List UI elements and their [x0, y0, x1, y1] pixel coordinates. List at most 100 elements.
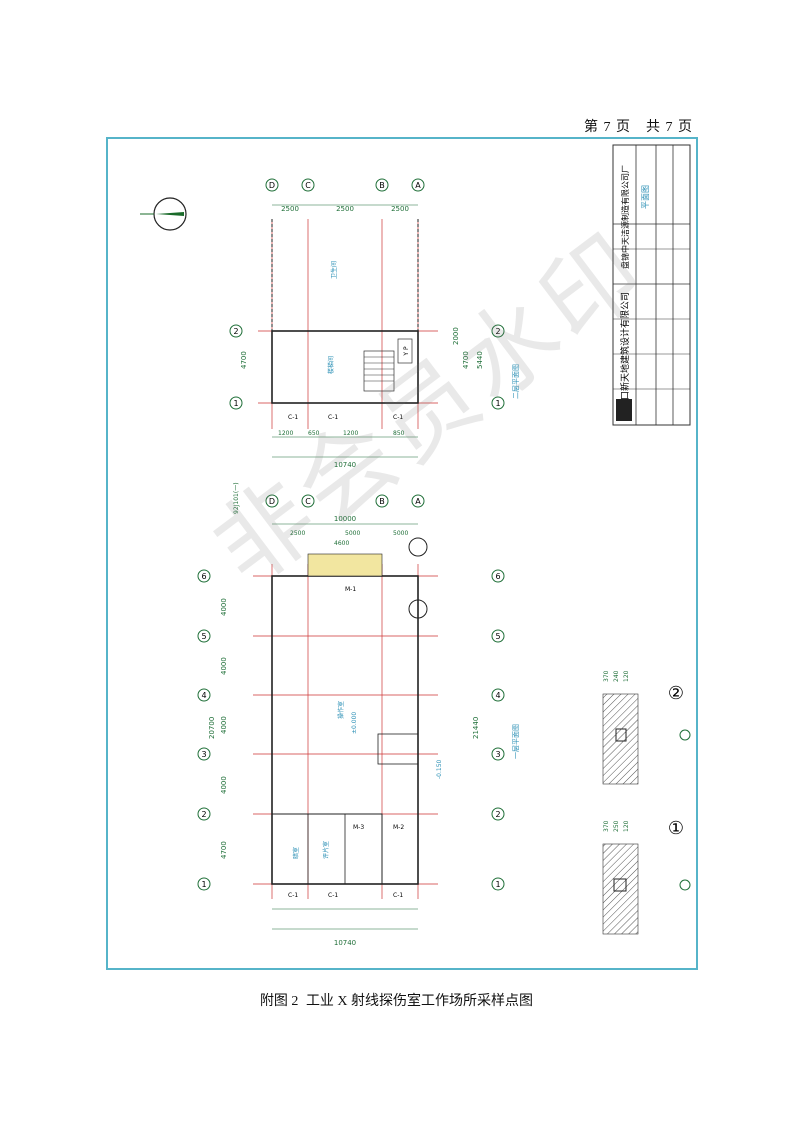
lower-bay-2: 4000 [220, 776, 228, 794]
lower-axis-numbers: 1 2 3 4 5 6 1 2 3 4 5 6 [197, 569, 505, 891]
north-arrow-icon [140, 197, 187, 231]
upper-spacing-1: 2500 [281, 205, 299, 213]
lower-axis-6: 6 [201, 572, 206, 581]
lower-axis-4: 4 [201, 691, 206, 700]
lower-inner-rooms [271, 813, 383, 885]
upper-spacing-2: 2500 [336, 205, 354, 213]
detail-2-dim-a: 120 [623, 670, 630, 682]
detail-2-label: ② [668, 683, 684, 704]
upper-bottom-dim-3: 1200 [343, 430, 358, 437]
stair-icon [363, 350, 395, 392]
upper-room-stair: 楼梯间 [327, 356, 335, 374]
lower-door-m1: M-1 [345, 586, 356, 593]
lower-plan: D C B A 10000 2500 5000 5000 4600 92J101… [197, 482, 520, 947]
section-marker-2 [408, 599, 428, 619]
company-logo [616, 399, 632, 421]
lower-door-c1-a: C-1 [288, 892, 298, 899]
upper-bottom-dim-2: 650 [308, 430, 320, 437]
upper-axis-c: C [305, 181, 311, 190]
lower-axis-2: 2 [201, 810, 206, 819]
upper-door-3: C-1 [393, 414, 403, 421]
upper-misc-dim: 2000 [452, 327, 460, 345]
lower-bay-4: 4000 [220, 657, 228, 675]
lower-level-neg: -0.150 [436, 759, 443, 779]
lower-axis-5-right: 5 [495, 632, 500, 641]
lower-axis-d: D [269, 497, 275, 506]
lower-top-dim-2: 5000 [345, 530, 360, 537]
detail-1: 120 250 370 ① [602, 818, 691, 935]
lower-ref-note: 92J101(一) [233, 482, 240, 514]
upper-spacing-3: 2500 [391, 205, 409, 213]
lower-room-review: 评片室 [322, 841, 330, 859]
upper-axis-1: 1 [233, 399, 238, 408]
upper-plan: D C B A 2500 2500 2500 [229, 178, 520, 469]
title-block-project: 盘锦中天洁源制造有限公司厂 [620, 165, 630, 269]
detail-1-label: ① [668, 818, 684, 839]
detail-2: 120 240 370 ② [602, 670, 691, 785]
page-number: 第 7 页 共 7 页 [584, 120, 693, 135]
lower-level-0: ±0.000 [351, 712, 358, 734]
figure-caption: 附图 2 工业 X 射线探伤室工作场所采样点图 [0, 990, 793, 1010]
lower-room-operation: 操作室 [337, 701, 345, 719]
lower-door-c1-b: C-1 [328, 892, 338, 899]
upper-axis-2-right: 2 [495, 327, 500, 336]
lower-axis-3-right: 3 [495, 750, 500, 759]
upper-bottom-dim-4: 850 [393, 430, 405, 437]
upper-room-wc: 卫生间 [330, 261, 338, 279]
detail-1-dim-a: 120 [623, 820, 630, 832]
upper-door-2: C-1 [328, 414, 338, 421]
lower-view-title: 一层平面图 [512, 724, 520, 759]
detail-2-dim-c: 370 [603, 670, 610, 682]
upper-grid [258, 219, 438, 429]
upper-total-width: 10740 [334, 461, 356, 469]
lower-door-c1-c: C-1 [393, 892, 403, 899]
section-marker-1 [408, 537, 428, 557]
platform-label: Y P [403, 346, 410, 357]
lower-bay-1: 4700 [220, 841, 228, 859]
detail-2-dim-b: 240 [613, 670, 620, 682]
lower-axis-3: 3 [201, 750, 206, 759]
upper-axis-b: B [379, 181, 385, 190]
upper-total-dim: 5440 [476, 351, 484, 369]
title-block-company: 营口新天地建筑设计有限公司 [619, 292, 631, 409]
upper-axis-letters: D C B A [265, 178, 425, 192]
lower-axis-1-right: 1 [495, 880, 500, 889]
upper-door-1: C-1 [288, 414, 298, 421]
upper-axis-a: A [415, 181, 421, 190]
upper-walls [271, 330, 419, 404]
lower-axis-b: B [379, 497, 385, 506]
lower-top-total: 10000 [334, 515, 356, 523]
upper-axis-2: 2 [233, 327, 238, 336]
upper-axis-d: D [269, 181, 275, 190]
lower-total-left: 20700 [208, 717, 216, 739]
lower-axis-1: 1 [201, 880, 206, 889]
lower-axis-letters: D C B A [265, 494, 425, 508]
ramp-area [307, 553, 383, 577]
lower-total-width: 10740 [334, 939, 356, 947]
upper-right-dim: 4700 [462, 351, 470, 369]
title-block-drawing: 平面图 [641, 185, 650, 209]
floor-plan-drawing: 营口新天地建筑设计有限公司 盘锦中天洁源制造有限公司厂 平面图 D C B A [140, 144, 691, 947]
lower-room-dark: 暗室 [292, 847, 300, 859]
lower-axis-c: C [305, 497, 311, 506]
lower-top-dim-3: 5000 [393, 530, 408, 537]
upper-axis-1-right: 1 [495, 399, 500, 408]
lower-axis-6-right: 6 [495, 572, 500, 581]
lower-door-m3: M-3 [353, 824, 364, 831]
lower-axis-4-right: 4 [495, 691, 500, 700]
upper-view-title: 二层平面图 [512, 364, 520, 399]
detail-1-dim-c: 370 [603, 820, 610, 832]
upper-side-dim: 4700 [240, 351, 248, 369]
lower-top-dim-1: 2500 [290, 530, 305, 537]
title-block: 营口新天地建筑设计有限公司 盘锦中天洁源制造有限公司厂 平面图 [612, 144, 691, 426]
lower-axis-a: A [415, 497, 421, 506]
lower-bay-5: 4000 [220, 598, 228, 616]
caption-text: 工业 X 射线探伤室工作场所采样点图 [305, 994, 534, 1009]
upper-bottom-dim-1: 1200 [278, 430, 293, 437]
lower-bay-3: 4000 [220, 716, 228, 734]
lower-axis-5: 5 [201, 632, 206, 641]
lower-axis-2-right: 2 [495, 810, 500, 819]
lower-door-m2: M-2 [393, 824, 404, 831]
drawing-frame: 营口新天地建筑设计有限公司 盘锦中天洁源制造有限公司厂 平面图 D C B A [106, 137, 698, 970]
detail-1-dim-b: 250 [613, 820, 620, 832]
